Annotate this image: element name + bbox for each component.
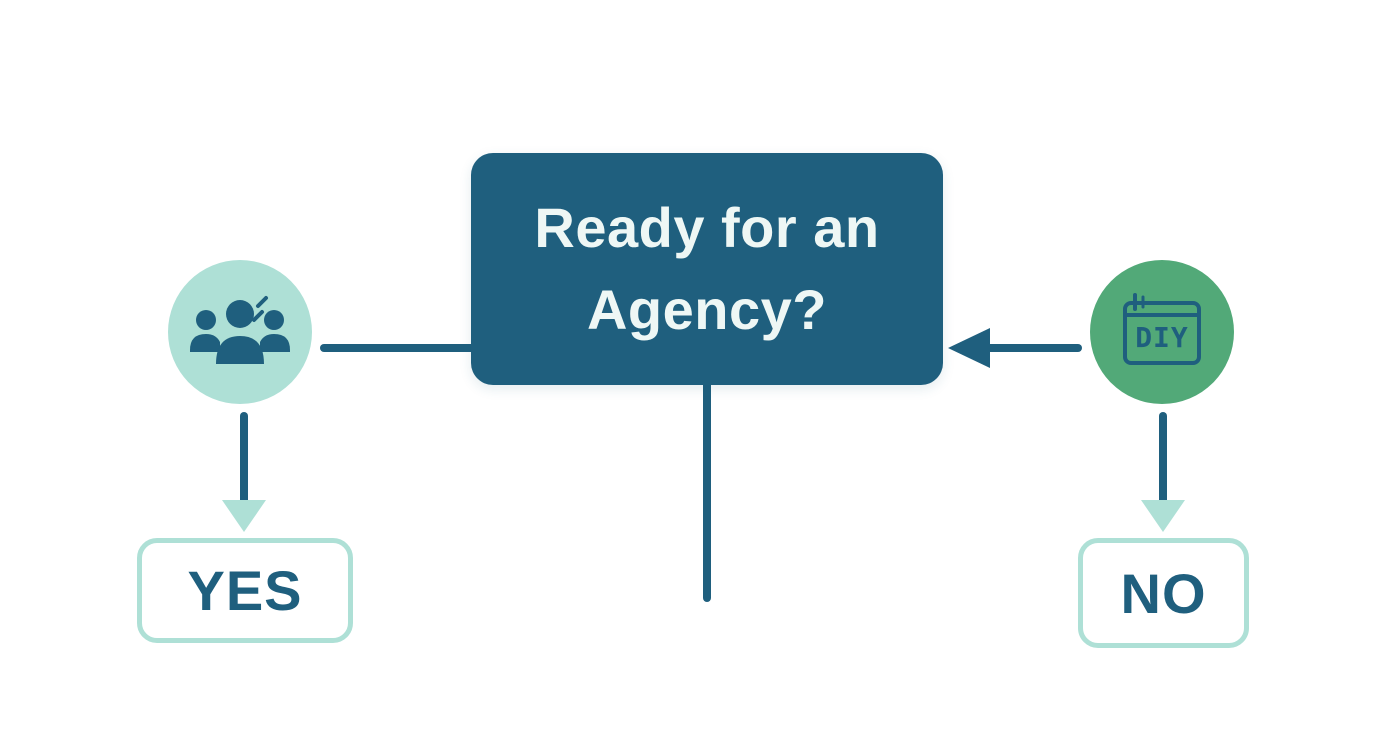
yes-label: YES	[187, 559, 303, 622]
yes-outcome-box: YES	[137, 538, 353, 643]
decision-node: Ready for an Agency?	[471, 153, 943, 385]
no-label: NO	[1120, 561, 1207, 625]
team-icon	[190, 296, 290, 364]
no-outcome-box: NO	[1078, 538, 1249, 648]
arrow-into-decision-icon	[948, 328, 990, 368]
decision-question: Ready for an Agency?	[534, 196, 880, 341]
diy-circle-node: DIY	[1090, 260, 1234, 404]
diy-icon-label: DIY	[1135, 321, 1189, 354]
arrow-down-no-icon	[1141, 500, 1185, 532]
agency-circle-node	[168, 260, 312, 404]
arrow-down-yes-icon	[222, 500, 266, 532]
diy-icon: DIY	[1121, 291, 1203, 373]
